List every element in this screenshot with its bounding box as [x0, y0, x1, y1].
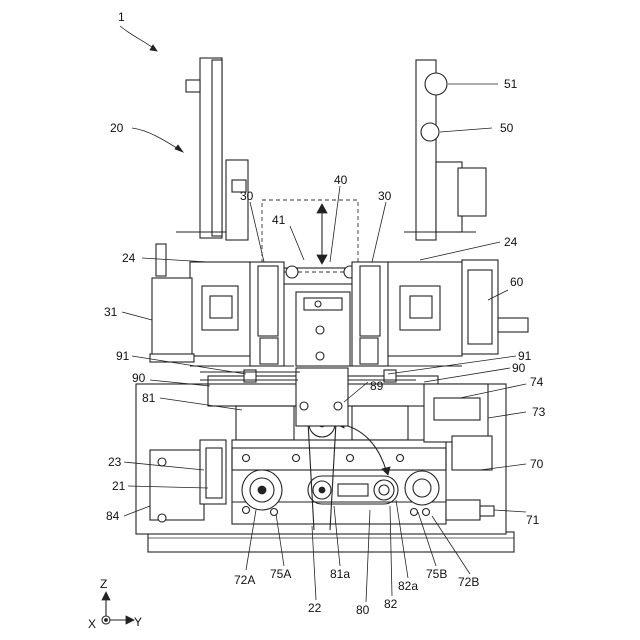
label-51: 51	[504, 77, 518, 91]
coordinate-axes: Z X Y	[88, 577, 142, 631]
left-carriage-24	[190, 262, 294, 382]
label-75A: 75A	[270, 567, 291, 581]
axis-z-label: Z	[100, 577, 107, 591]
label-24-right: 24	[504, 235, 518, 249]
pulley-72B	[405, 471, 439, 505]
label-73: 73	[532, 405, 546, 419]
motor-31	[150, 244, 194, 362]
label-72A: 72A	[234, 573, 255, 587]
label-80: 80	[356, 603, 370, 617]
label-31: 31	[104, 305, 118, 319]
label-74: 74	[530, 375, 544, 389]
label-82: 82	[384, 597, 398, 611]
label-20: 20	[110, 121, 124, 135]
label-72B: 72B	[458, 575, 479, 589]
label-23: 23	[108, 455, 122, 469]
label-41: 41	[272, 213, 286, 227]
pulley-72A	[242, 470, 282, 510]
label-91-left: 91	[116, 349, 130, 363]
axis-y-label: Y	[134, 615, 142, 629]
right-carriage-24	[346, 262, 462, 382]
label-82a: 82a	[398, 579, 418, 593]
label-75B: 75B	[426, 567, 447, 581]
label-84: 84	[106, 509, 120, 523]
label-81a: 81a	[330, 567, 350, 581]
label-60: 60	[510, 275, 524, 289]
label-30-right: 30	[378, 189, 392, 203]
right-tower-50	[404, 60, 486, 240]
label-90-right: 90	[512, 361, 526, 375]
label-81: 81	[142, 391, 156, 405]
label-30-left: 30	[240, 189, 254, 203]
label-40: 40	[334, 173, 348, 187]
label-90-left: 90	[132, 371, 146, 385]
label-21: 21	[112, 479, 126, 493]
left-tower-20	[176, 58, 248, 240]
figure-number-label: 1	[118, 10, 125, 24]
label-50: 50	[500, 121, 514, 135]
label-22: 22	[308, 601, 322, 615]
base-plate	[148, 532, 514, 552]
label-70: 70	[530, 457, 544, 471]
axis-x-label: X	[88, 617, 96, 631]
label-89: 89	[370, 379, 384, 393]
label-24-left: 24	[122, 251, 136, 265]
figure-number: 1	[118, 10, 157, 51]
label-71: 71	[526, 513, 540, 527]
